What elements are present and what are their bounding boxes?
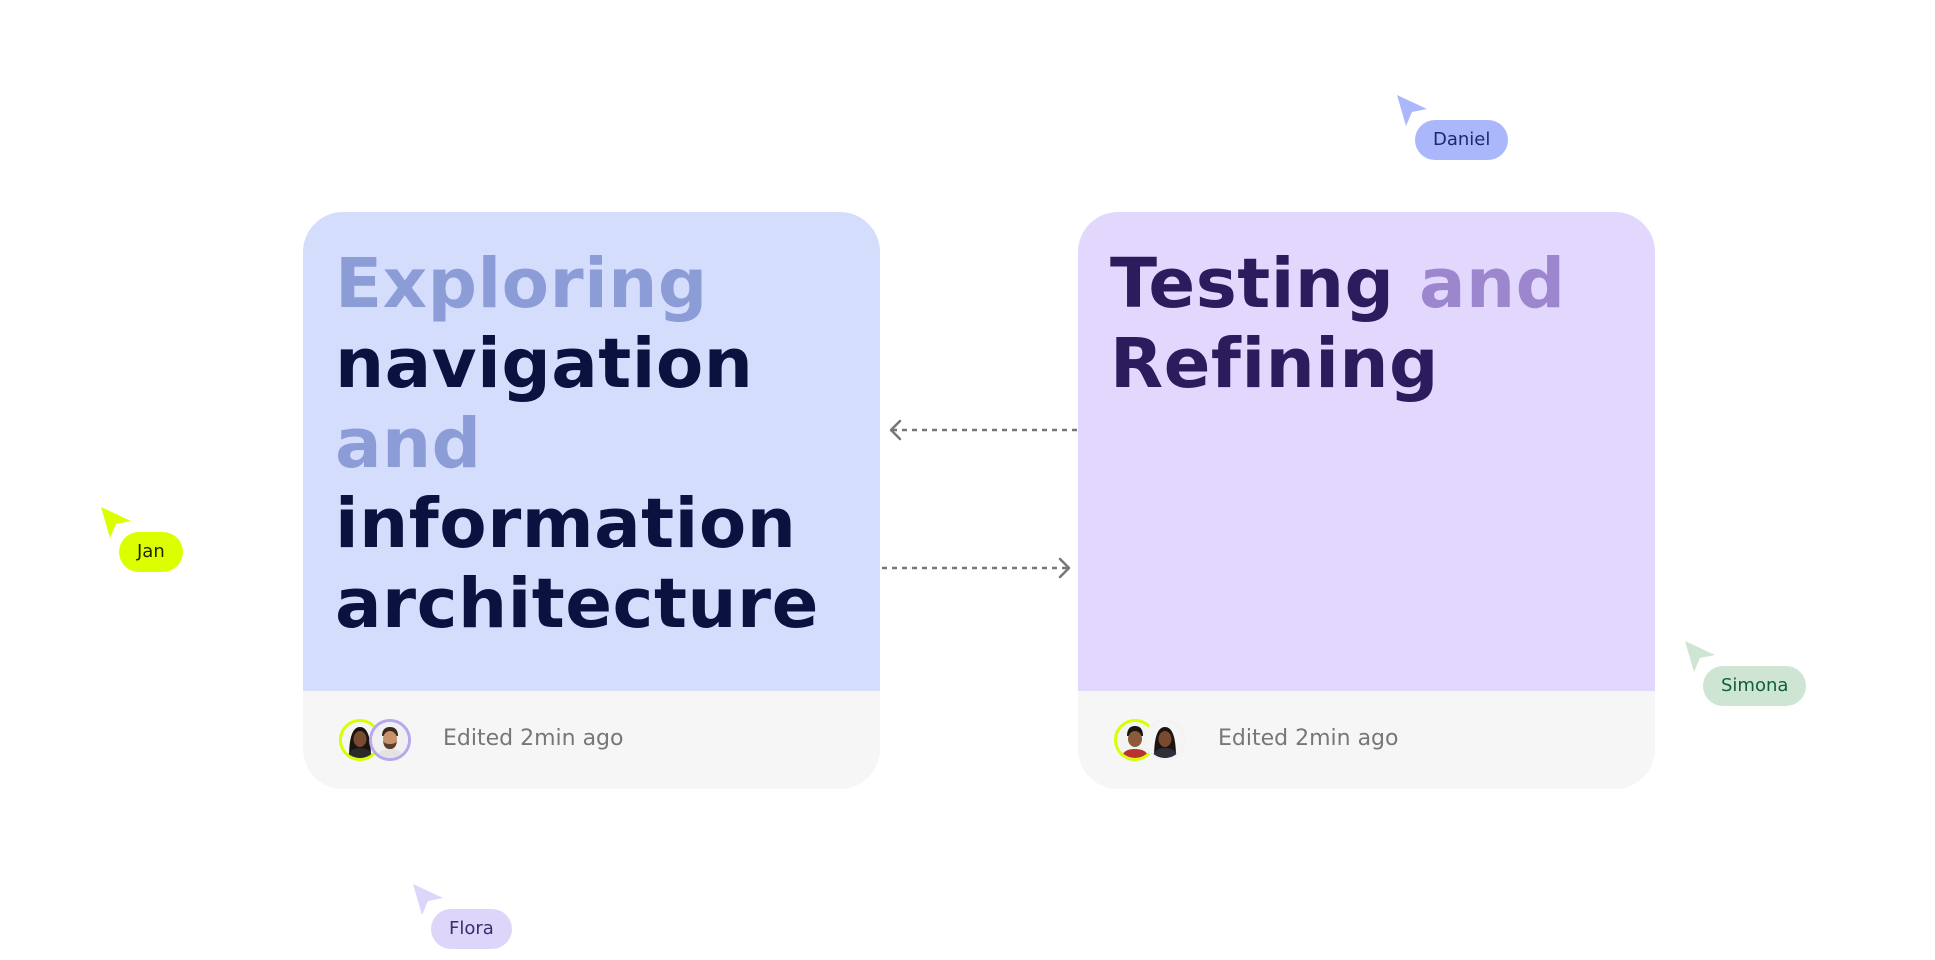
cursor-label: Flora	[431, 909, 512, 949]
arrow-right-icon	[1058, 557, 1071, 579]
arrow-left-icon	[889, 419, 902, 441]
avatar[interactable]	[1144, 719, 1186, 761]
card-footer: Edited 2min ago	[303, 691, 880, 789]
card-body: Exploring navigation and information arc…	[303, 212, 880, 691]
card-title: Exploring navigation and information arc…	[335, 244, 880, 644]
cursor-label: Simona	[1703, 666, 1807, 706]
cursor-arrow-icon	[413, 884, 443, 915]
avatar[interactable]	[369, 719, 411, 761]
cursor-arrow-icon	[101, 507, 131, 538]
title-word: information	[335, 484, 797, 564]
connector-left[interactable]	[880, 418, 1080, 442]
avatar[interactable]	[1114, 719, 1156, 761]
woman-avatar-icon	[1147, 722, 1183, 758]
card-testing[interactable]: Testing and Refining	[1078, 212, 1655, 789]
man-avatar-icon	[372, 722, 408, 758]
card-title: Testing and Refining	[1110, 244, 1566, 404]
avatar-group[interactable]	[1114, 719, 1192, 761]
title-word-muted: Exploring	[335, 244, 708, 324]
title-word: navigation	[335, 324, 754, 404]
edited-timestamp: Edited 2min ago	[1218, 726, 1399, 751]
card-body: Testing and Refining	[1078, 212, 1655, 691]
title-word-muted: and	[1418, 244, 1566, 324]
edited-timestamp: Edited 2min ago	[443, 726, 624, 751]
cursor-arrow-icon	[1685, 641, 1715, 672]
connector-right[interactable]	[880, 556, 1080, 580]
avatar-group[interactable]	[339, 719, 417, 761]
cursor-label: Jan	[119, 532, 183, 572]
title-word: Testing	[1110, 244, 1395, 324]
title-word-muted: and	[335, 404, 482, 484]
card-footer: Edited 2min ago	[1078, 691, 1655, 789]
title-word: Refining	[1110, 324, 1439, 404]
card-exploring[interactable]: Exploring navigation and information arc…	[303, 212, 880, 789]
title-word: architecture	[335, 564, 819, 644]
cursor-arrow-icon	[1397, 95, 1427, 126]
cursor-label: Daniel	[1415, 120, 1509, 160]
